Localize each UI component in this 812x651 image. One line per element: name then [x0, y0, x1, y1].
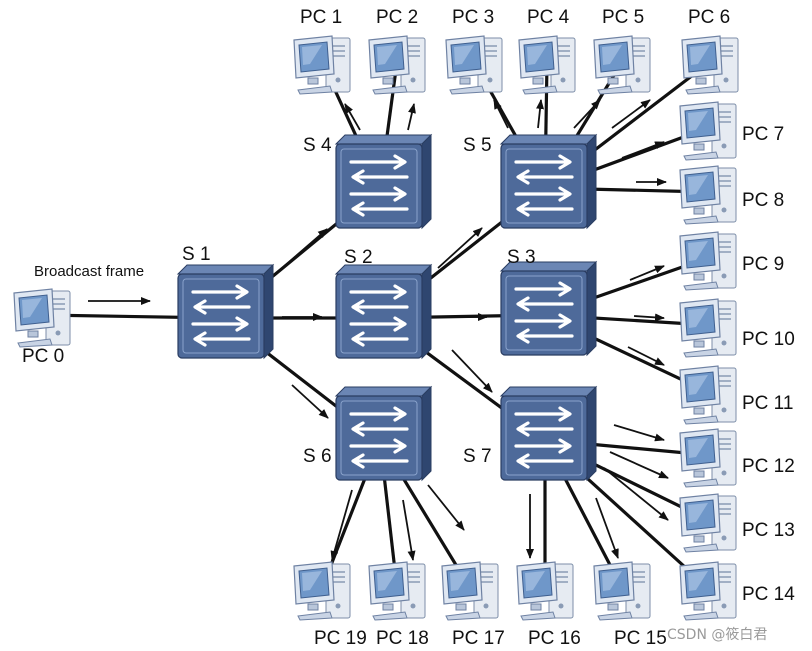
pc-pc17 [441, 561, 499, 621]
pc-label-pc14: PC 14 [742, 584, 795, 605]
switch-label-s6: S 6 [303, 446, 332, 467]
flood-arrow [291, 384, 329, 419]
switch-label-s7: S 7 [463, 446, 492, 467]
flood-arrow [407, 103, 416, 131]
switch-exchange-icon [514, 281, 574, 344]
flood-arrow [451, 349, 493, 393]
pc-label-pc0: PC 0 [22, 346, 64, 367]
switch-exchange-icon [349, 284, 409, 347]
flood-arrow [621, 141, 665, 159]
arrows-layer [88, 99, 669, 561]
pc-label-pc8: PC 8 [742, 190, 784, 211]
flood-arrow [427, 484, 465, 531]
pc-pc5 [593, 35, 651, 95]
pc-label-pc7: PC 7 [742, 124, 784, 145]
pc-pc16 [516, 561, 574, 621]
flood-arrow [603, 467, 669, 521]
pc-pc6 [681, 35, 739, 95]
nodes-layer [13, 35, 739, 621]
pc-pc9 [679, 231, 737, 291]
flood-arrow [611, 99, 651, 129]
pc-pc7 [679, 101, 737, 161]
pc-pc15 [593, 561, 651, 621]
pc-pc13 [679, 493, 737, 553]
switch-s1 [176, 263, 275, 360]
pc-pc12 [679, 428, 737, 488]
pc-label-pc12: PC 12 [742, 456, 795, 477]
flood-arrow [536, 99, 545, 129]
switch-label-s3: S 3 [507, 247, 536, 268]
switch-exchange-icon [514, 406, 574, 469]
flood-arrow [344, 103, 361, 131]
labels-layer: S 1 S 2 S 3 S 4 S 5 S 6 S 7 PC 0 PC 1 PC 2 PC 3 PC … [22, 7, 795, 649]
pc-pc2 [368, 35, 426, 95]
pc-label-pc16: PC 16 [528, 628, 581, 649]
pc-pc14 [679, 561, 737, 621]
pc-label-pc5: PC 5 [602, 7, 644, 28]
pc-label-pc10: PC 10 [742, 329, 795, 350]
pc-label-pc13: PC 13 [742, 520, 795, 541]
pc-label-pc4: PC 4 [527, 7, 570, 28]
switch-exchange-icon [349, 154, 409, 217]
broadcast-frame-label: Broadcast frame [34, 263, 144, 280]
switch-s2 [334, 263, 433, 360]
flood-arrow [330, 489, 353, 561]
pc-label-pc17: PC 17 [452, 628, 505, 649]
pc-pc8 [679, 165, 737, 225]
flood-arrow [609, 451, 669, 479]
pc-label-pc2: PC 2 [376, 7, 418, 28]
flood-arrow [629, 265, 665, 281]
switch-label-s5: S 5 [463, 135, 492, 156]
pc-pc3 [445, 35, 503, 95]
pc-pc1 [293, 35, 351, 95]
pc-label-pc19: PC 19 [314, 628, 367, 649]
switch-label-s2: S 2 [344, 247, 373, 268]
pc-label-pc11: PC 11 [742, 393, 793, 414]
pc-pc0 [13, 288, 71, 348]
pc-label-pc9: PC 9 [742, 254, 784, 275]
watermark: CSDN @筱白君 [667, 626, 767, 643]
pc-label-pc6: PC 6 [688, 7, 730, 28]
switch-s4 [334, 133, 433, 230]
pc-pc11 [679, 365, 737, 425]
pc-label-pc15: PC 15 [614, 628, 667, 649]
flood-arrow [633, 313, 665, 322]
flood-arrow [627, 346, 665, 366]
flood-arrow [573, 99, 601, 129]
switch-s7 [499, 385, 598, 482]
flood-arrow [613, 424, 665, 442]
pc-pc10 [679, 298, 737, 358]
switch-s6 [334, 385, 433, 482]
switch-exchange-icon [191, 284, 251, 347]
pc-label-pc18: PC 18 [376, 628, 429, 649]
flood-arrow [281, 228, 328, 269]
switch-label-s4: S 4 [303, 135, 332, 156]
pc-pc4 [518, 35, 576, 95]
flood-arrow [493, 99, 509, 129]
flood-arrow [402, 499, 416, 561]
pc-pc19 [293, 561, 351, 621]
pc-label-pc1: PC 1 [300, 7, 342, 28]
flood-arrow [437, 227, 483, 269]
switch-exchange-icon [349, 406, 409, 469]
switch-exchange-icon [514, 154, 574, 217]
flood-arrow [595, 497, 619, 559]
pc-pc18 [368, 561, 426, 621]
switch-label-s1: S 1 [182, 244, 211, 265]
switch-s5 [499, 133, 598, 230]
pc-label-pc3: PC 3 [452, 7, 494, 28]
switch-s3 [499, 260, 598, 357]
